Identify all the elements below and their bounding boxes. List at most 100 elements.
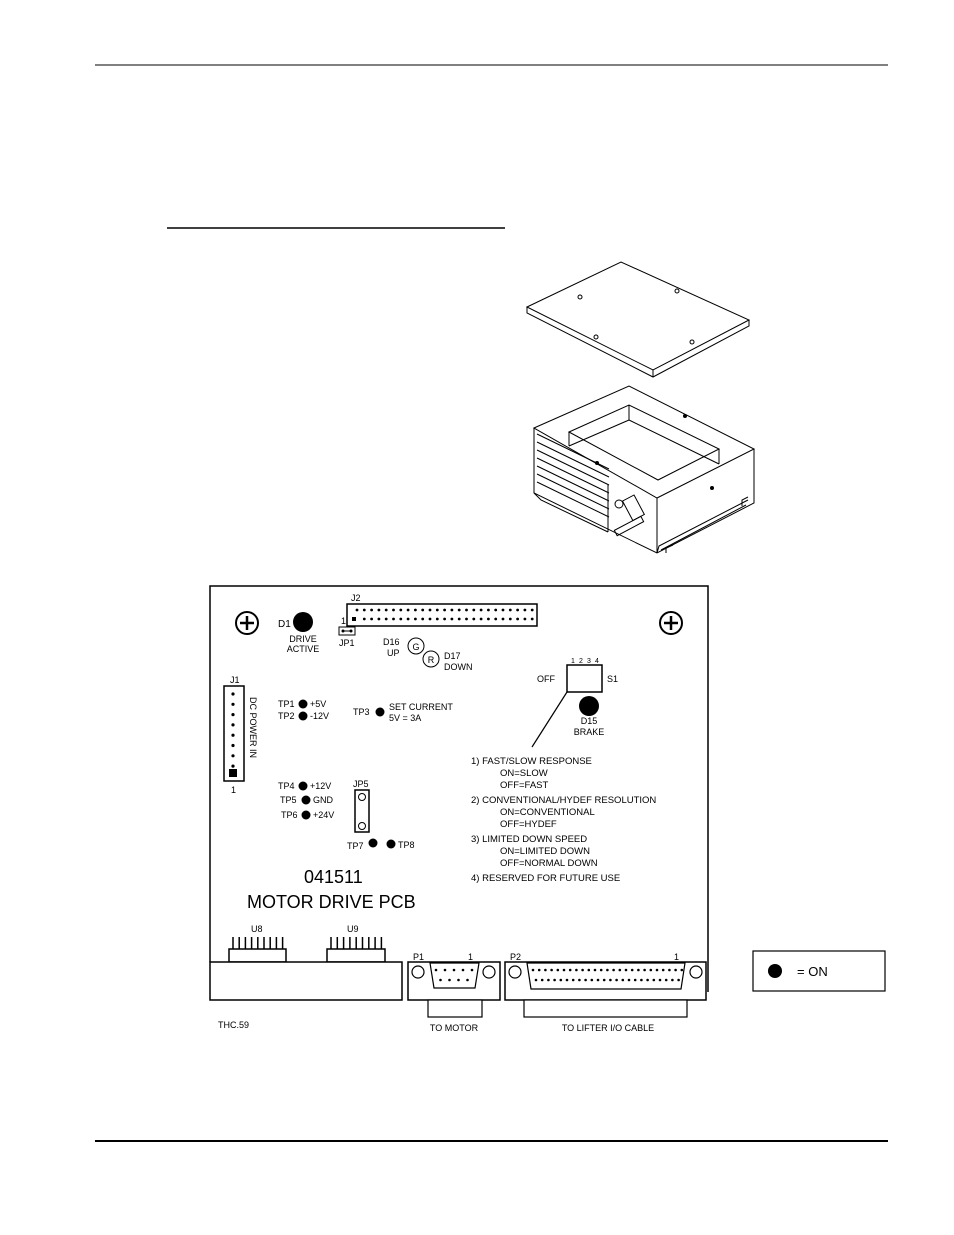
note-3-off: OFF=NORMAL DOWN xyxy=(500,858,598,869)
p2-pin xyxy=(571,978,575,982)
p2-pin xyxy=(643,968,646,972)
j2-pin xyxy=(435,617,439,621)
d17-led xyxy=(422,650,440,668)
j2-pin xyxy=(465,608,468,612)
j2-pin xyxy=(421,617,425,621)
p2-pin xyxy=(590,978,594,982)
p2-pin xyxy=(612,968,615,972)
p2-pin xyxy=(661,968,665,972)
p2-pin xyxy=(630,968,634,972)
d16-glyph: G xyxy=(412,642,419,652)
j1-pin xyxy=(231,692,235,696)
mounting-hole-right xyxy=(659,611,683,635)
j2-pin xyxy=(465,617,468,621)
j2-pin xyxy=(530,617,534,621)
enclosure-lid xyxy=(525,261,751,378)
tp6-label: TP6 xyxy=(281,810,298,820)
j2-pin xyxy=(508,617,512,621)
p2-pin xyxy=(575,968,578,972)
p2-pin xyxy=(544,968,547,972)
s1-label: S1 xyxy=(607,674,618,684)
note-1-heading: 1) FAST/SLOW RESPONSE xyxy=(471,756,592,767)
p1-pin xyxy=(470,968,474,972)
j2-pin xyxy=(487,617,490,621)
tp2-value: -12V xyxy=(310,711,329,721)
j2-pin xyxy=(377,617,381,621)
p2-pin xyxy=(606,968,609,972)
p2-pin xyxy=(655,968,659,972)
p2-pin xyxy=(565,978,569,982)
j2-pin1-label: 1 xyxy=(341,616,346,626)
p2-pin xyxy=(618,968,622,972)
p2-pin xyxy=(550,968,553,972)
tp8-label: TP8 xyxy=(398,840,415,850)
jp1-jumper xyxy=(338,626,356,636)
tp1-value: +5V xyxy=(310,699,326,709)
tp5-value: GND xyxy=(313,795,334,805)
j1-pin xyxy=(231,754,235,758)
j2-pin xyxy=(392,617,395,621)
d16-caption: UP xyxy=(387,648,400,658)
p2-pin xyxy=(646,978,649,982)
j2-pin xyxy=(494,617,498,621)
j2-pin xyxy=(501,617,505,621)
note-1-off: OFF=FAST xyxy=(500,780,548,791)
p2-pin xyxy=(671,978,674,982)
p1-pin xyxy=(448,978,451,982)
d1-led xyxy=(293,612,313,632)
tp1-label: TP1 xyxy=(278,699,295,709)
d1-label: D1 xyxy=(278,619,291,630)
switch-settings-notes: 1) FAST/SLOW RESPONSE ON=SLOW OFF=FAST 2… xyxy=(471,756,656,884)
j1-pin xyxy=(231,733,235,737)
p1-pin-grid xyxy=(434,968,474,982)
j2-pin xyxy=(384,617,388,621)
j2-pin xyxy=(487,608,490,612)
u9-chip xyxy=(326,937,386,963)
p1-pin1-label: 1 xyxy=(468,952,473,962)
tp4-value: +12V xyxy=(310,781,331,791)
j2-pin xyxy=(421,608,425,612)
p2-pin xyxy=(559,978,563,982)
j1-pin1-label: 1 xyxy=(231,785,236,795)
j1-pin xyxy=(231,702,235,706)
p1-pin xyxy=(439,978,442,982)
p2-pin xyxy=(615,978,618,982)
tp3-dot xyxy=(375,707,385,717)
d15-caption: BRAKE xyxy=(574,727,605,737)
j2-pin xyxy=(457,617,461,621)
tp4-label: TP4 xyxy=(278,781,295,791)
p2-pin xyxy=(562,968,566,972)
s1-callout-line xyxy=(531,691,568,748)
j2-pin xyxy=(479,608,483,612)
p2-pin xyxy=(556,968,560,972)
u9-label: U9 xyxy=(347,924,359,934)
tp1-dot xyxy=(298,699,308,709)
j1-pin xyxy=(231,713,235,717)
p2-pin xyxy=(609,978,612,982)
mounting-hole-left xyxy=(235,611,259,635)
board-part-number: 041511 xyxy=(304,867,363,887)
figure-id: THC.59 xyxy=(218,1020,249,1030)
j2-pin-row xyxy=(355,608,534,621)
j1-pin xyxy=(231,764,235,768)
tp5-dot xyxy=(301,795,311,805)
p2-pin xyxy=(649,968,653,972)
heatsink-bar xyxy=(209,961,403,1001)
pcb-outline xyxy=(209,585,709,992)
tp4-dot xyxy=(298,781,308,791)
p2-pin1-label: 1 xyxy=(674,952,679,962)
j2-label: J2 xyxy=(351,593,361,603)
j2-pin xyxy=(516,617,519,621)
u8-chip xyxy=(228,937,287,963)
note-3-on: ON=LIMITED DOWN xyxy=(500,846,590,857)
p2-connector xyxy=(504,961,707,1018)
note-1-on: ON=SLOW xyxy=(500,768,548,779)
p2-pin xyxy=(568,968,572,972)
u8-pin-row xyxy=(232,937,284,950)
j2-pin xyxy=(377,608,381,612)
board-title: MOTOR DRIVE PCB xyxy=(247,892,416,912)
j2-pin xyxy=(370,608,373,612)
p1-pin xyxy=(434,968,438,972)
p2-pin xyxy=(578,978,581,982)
